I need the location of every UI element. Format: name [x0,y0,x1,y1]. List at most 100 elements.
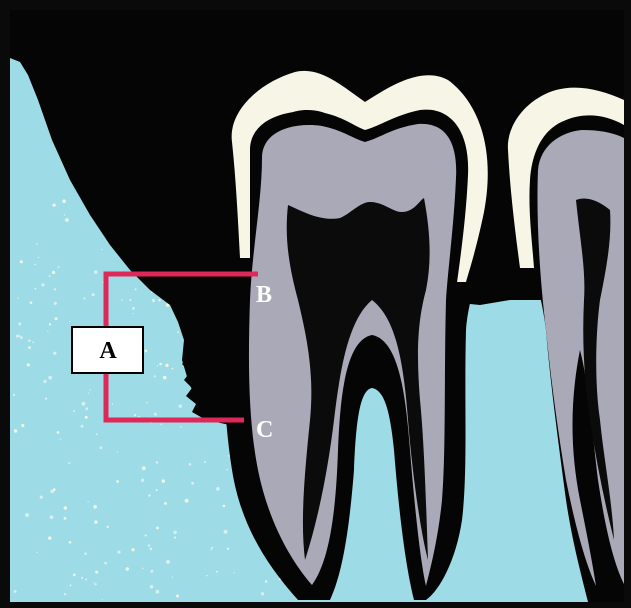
bone-speckle [41,283,44,286]
bone-speckle [176,595,179,598]
bone-speckle [223,505,226,508]
bone-speckle [35,288,37,290]
bone-speckle [60,439,61,440]
bone-speckle [62,199,66,203]
label-a-box: A [72,327,143,373]
bone-speckle [18,322,21,325]
bone-speckle [150,570,153,573]
bone-speckle [164,502,167,505]
bone-speckle [132,307,135,310]
label-c: C [256,417,273,443]
bone-speckle [157,365,158,366]
bone-speckle [116,480,119,483]
bone-speckle [117,551,120,554]
bone-speckle [88,393,89,394]
bone-speckle [152,299,155,302]
bone-speckle [142,466,146,470]
bone-speckle [53,488,56,491]
bone-speckle [35,264,36,265]
bone-speckle [96,433,98,435]
bone-speckle [211,547,213,549]
bone-speckle [69,541,72,544]
bone-speckle [148,544,150,546]
bone-speckle [58,266,60,268]
bone-speckle [85,407,88,410]
bone-speckle [156,461,159,464]
bone-speckle [94,583,96,585]
bone-speckle [36,552,37,553]
bone-speckle [49,275,51,277]
bone-speckle [228,455,230,457]
bone-speckle [93,582,94,583]
bone-speckle [45,397,47,399]
bone-speckle [64,506,67,509]
bone-speckle [206,575,207,576]
bone-speckle [154,375,156,377]
bone-speckle [17,297,19,299]
bone-speckle [87,501,88,502]
bone-speckle [50,515,54,519]
bone-speckle [54,302,57,305]
bone-speckle [16,335,19,338]
label-b: B [256,282,272,308]
bone-speckle [166,560,170,564]
bone-speckle [20,260,23,263]
bone-speckle [112,403,113,404]
bone-speckle [148,494,150,496]
bone-speckle [49,323,51,325]
bone-speckle [172,368,174,370]
bone-speckle [261,592,264,595]
bone-speckle [100,446,103,449]
bone-speckle [101,249,103,251]
bone-speckle [162,479,165,482]
bone-speckle [54,288,56,290]
bone-speckle [94,270,98,274]
bone-speckle [81,425,84,428]
bone-speckle [57,431,60,434]
bone-speckle [227,469,228,470]
bone-speckle [177,331,179,333]
bone-speckle [84,552,87,555]
bone-speckle [160,424,162,426]
bone-speckle [68,462,70,464]
bone-speckle [85,579,87,581]
bone-speckle [121,299,123,301]
bone-speckle [85,416,88,419]
bone-speckle [14,429,17,432]
bone-speckle [156,527,159,530]
bone-speckle [141,479,144,482]
bone-speckle [102,282,103,283]
bone-speckle [48,536,51,539]
bone-speckle [48,376,52,380]
bone-speckle [180,426,182,428]
bone-speckle [95,571,98,574]
bone-speckle [55,317,58,320]
bone-speckle [126,567,129,570]
bone-speckle [172,577,173,578]
bone-speckle [64,593,66,595]
bone-speckle [25,513,29,517]
bone-speckle [146,402,147,403]
bone-speckle [117,452,118,453]
bone-speckle [174,537,176,539]
bone-speckle [28,346,31,349]
bone-speckle [83,297,85,299]
bone-speckle [102,599,103,600]
bone-speckle [185,499,189,503]
bone-speckle [179,405,182,408]
bone-speckle [191,482,194,485]
bone-speckle [156,489,158,491]
bone-speckle [21,424,24,427]
bone-speckle [145,350,148,353]
bone-speckle [64,214,65,215]
bone-speckle [40,496,43,499]
bone-speckle [159,363,162,366]
bone-speckle [154,413,157,416]
bone-speckle [27,363,30,366]
bone-speckle [14,590,17,593]
bone-speckle [104,562,107,565]
bone-speckle [138,416,140,418]
bone-speckle [133,313,134,314]
bone-speckle [73,410,75,412]
